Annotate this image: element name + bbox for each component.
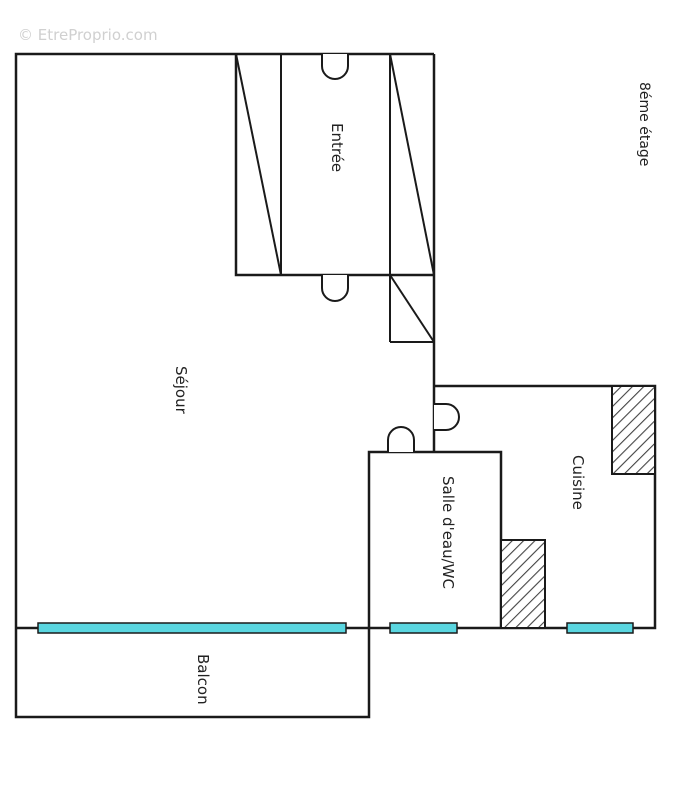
room-label-entree: Entrée [328,123,346,172]
kitchen-appliance-hatch [611,385,656,475]
door-entree-bottom [321,275,349,302]
doors [321,54,460,452]
door-cuisine [434,403,460,431]
bathroom-fixture-hatch [500,539,546,629]
window-cuisine [566,622,634,634]
door-entree-top [321,54,349,80]
closet-diagonal-right [389,53,435,276]
entree-area [234,53,435,343]
window-sejour [37,622,347,634]
room-label-balcon: Balcon [194,654,212,705]
room-label-salle-eau: Salle d'eau/WC [439,476,457,589]
floor-label: 8éme étage [636,82,652,166]
room-label-cuisine: Cuisine [569,455,587,510]
room-label-sejour: Séjour [172,366,190,415]
door-salle-eau [387,426,415,452]
windows [37,622,634,634]
watermark: © EtreProprio.com [18,26,158,44]
closet-diagonal-small [389,274,435,343]
closet-diagonal-left [235,53,282,276]
window-salle-eau [389,622,458,634]
